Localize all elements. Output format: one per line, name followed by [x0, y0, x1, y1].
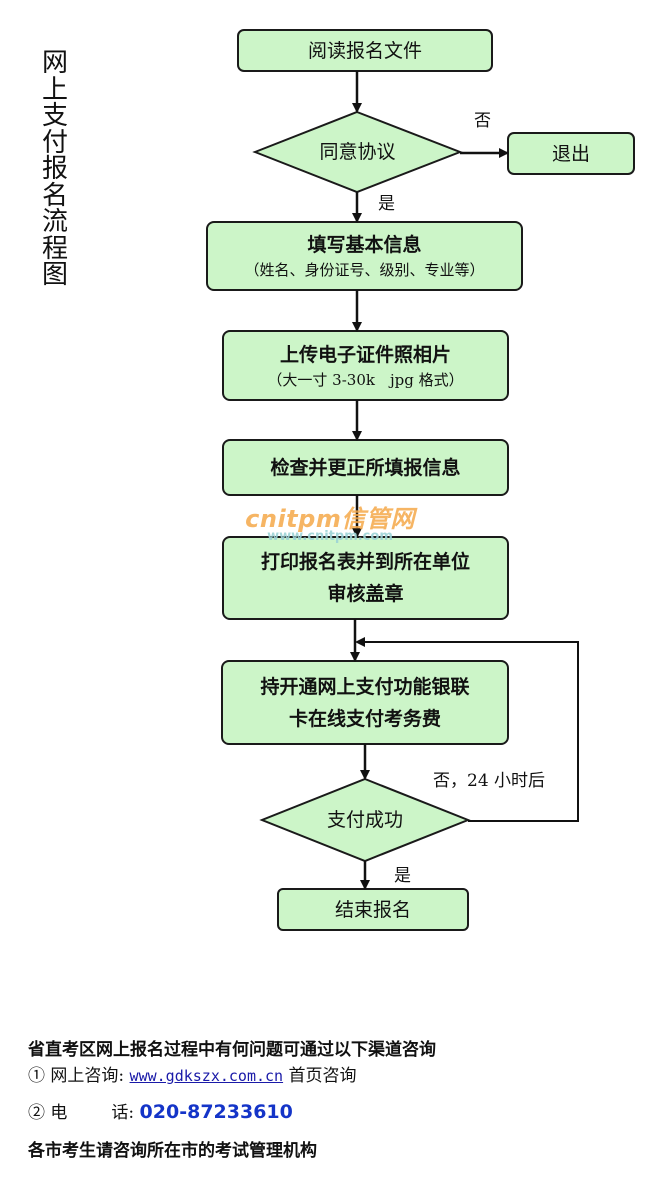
node-label: 上传电子证件照相片: [279, 343, 451, 366]
node-shape-read-docs: [237, 29, 493, 72]
node-pay-success: 支付成功: [262, 779, 468, 861]
title-char: 名: [41, 180, 68, 211]
title-char: 报: [41, 154, 68, 184]
arrow-retry-loop: [355, 637, 579, 822]
node-exit: 退出: [508, 133, 634, 174]
title-char: 流: [41, 207, 68, 237]
watermark: cnitpm信管网 www.cnitpm.com: [240, 506, 420, 543]
contact-phone: ② 电 话: 020-87233610: [28, 1100, 628, 1125]
node-label: 退出: [551, 142, 590, 165]
title-char: 网: [41, 48, 68, 78]
title-char: 付: [41, 127, 68, 158]
phone-label-b: 话:: [111, 1103, 135, 1123]
node-upload-photo: 上传电子证件照相片 （大一寸 3-30k jpg 格式）: [223, 331, 508, 400]
edge-label-pay-no: 否，24 小时后: [433, 771, 546, 791]
node-shape-upload-photo: [222, 330, 509, 401]
node-shape-finish: [277, 888, 469, 931]
node-label-line2: 审核盖章: [327, 583, 404, 605]
marker-2: ②: [28, 1103, 45, 1123]
title-char: 图: [41, 260, 68, 290]
phone-label-a: 电: [50, 1103, 68, 1123]
online-suffix: 首页咨询: [288, 1066, 357, 1086]
node-label: 结束报名: [334, 898, 411, 921]
node-shape-print-form: [222, 536, 509, 620]
node-label: 打印报名表并到所在单位: [260, 551, 470, 573]
watermark-brand: cnitpm信管网: [245, 505, 415, 533]
contact-online: ① 网上咨询: www.gdkszx.com.cn 首页咨询: [28, 1064, 628, 1088]
node-pay-online: 持开通网上支付功能银联 卡在线支付考务费: [222, 661, 508, 744]
node-agree: 同意协议: [255, 112, 460, 192]
page-title: 网上支付报名流程图: [38, 50, 72, 289]
contact-heading: 省直考区网上报名过程中有何问题可通过以下渠道咨询: [28, 1040, 436, 1060]
node-sublabel: （大一寸 3-30k jpg 格式）: [267, 370, 464, 389]
node-print-form: 打印报名表并到所在单位 审核盖章: [223, 537, 508, 619]
title-char: 支: [41, 101, 68, 131]
node-label: 同意协议: [319, 141, 396, 163]
consult-website-link[interactable]: www.gdkszx.com.cn: [129, 1067, 284, 1085]
node-check-info: 检查并更正所填报信息: [223, 440, 508, 495]
node-shape-check-info: [222, 439, 509, 496]
node-label: 持开通网上支付功能银联: [260, 675, 470, 698]
marker-1: ①: [28, 1066, 45, 1086]
online-label: 网上咨询:: [50, 1066, 125, 1086]
node-label: 填写基本信息: [307, 234, 422, 256]
edge-label-agree-no: 否: [474, 111, 491, 131]
node-finish: 结束报名: [278, 889, 468, 930]
phone-number: 020-87233610: [139, 1101, 293, 1123]
node-label: 检查并更正所填报信息: [270, 456, 461, 479]
edge-label-pay-yes: 是: [394, 866, 411, 886]
node-fill-info: 填写基本信息 （姓名、身份证号、级别、专业等）: [207, 222, 522, 290]
title-char: 上: [41, 74, 68, 105]
node-label-line2: 卡在线支付考务费: [288, 707, 441, 730]
node-shape-fill-info: [206, 221, 523, 291]
node-label: 支付成功: [326, 809, 403, 831]
watermark-url: www.cnitpm.com: [267, 529, 393, 544]
edge-label-agree-yes: 是: [378, 194, 395, 214]
node-read-docs: 阅读报名文件: [238, 30, 492, 71]
title-char: 程: [41, 233, 68, 264]
node-label: 阅读报名文件: [307, 39, 422, 62]
flowchart: [206, 29, 635, 931]
city-note: 各市考生请咨询所在市的考试管理机构: [28, 1141, 317, 1161]
contact-info: 省直考区网上报名过程中有何问题可通过以下渠道咨询 ① 网上咨询: www.gdk…: [28, 1038, 628, 1163]
node-sublabel: （姓名、身份证号、级别、专业等）: [244, 261, 485, 279]
